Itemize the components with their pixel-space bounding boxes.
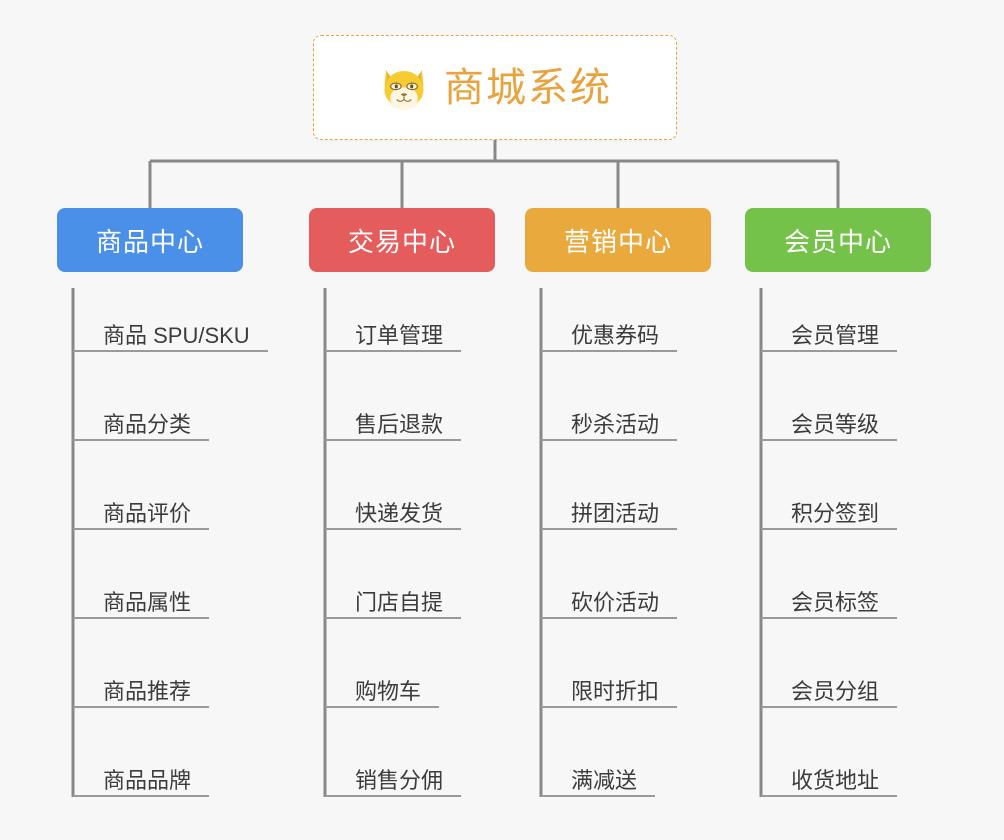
leaf-item-label: 会员等级 bbox=[791, 411, 880, 437]
leaf-item-label: 商品品牌 bbox=[103, 767, 192, 793]
root-node[interactable]: 商城系统 bbox=[313, 35, 677, 140]
leaf-item[interactable]: 会员标签 bbox=[761, 567, 898, 619]
leaf-item-label: 快递发货 bbox=[355, 500, 444, 526]
leaf-item[interactable]: 会员管理 bbox=[761, 300, 898, 352]
leaf-item-label: 拼团活动 bbox=[571, 500, 660, 526]
leaf-item[interactable]: 秒杀活动 bbox=[541, 389, 678, 441]
leaf-item[interactable]: 收货地址 bbox=[761, 745, 898, 797]
leaf-item[interactable]: 积分签到 bbox=[761, 478, 898, 530]
leaf-item[interactable]: 会员分组 bbox=[761, 656, 898, 708]
leaf-item[interactable]: 门店自提 bbox=[325, 567, 462, 619]
leaf-item-label: 会员管理 bbox=[791, 322, 880, 348]
branch-header-label: 营销中心 bbox=[563, 226, 672, 257]
leaf-item-label: 限时折扣 bbox=[571, 678, 660, 704]
leaf-item-label: 满减送 bbox=[571, 767, 638, 793]
leaf-item-label: 砍价活动 bbox=[571, 589, 660, 615]
leaf-item-label: 商品推荐 bbox=[103, 678, 192, 704]
branch-header-label: 交易中心 bbox=[347, 226, 456, 257]
leaf-item[interactable]: 会员等级 bbox=[761, 389, 898, 441]
leaf-item-label: 会员标签 bbox=[791, 589, 880, 615]
root-title: 商城系统 bbox=[444, 65, 612, 110]
leaf-item[interactable]: 商品 SPU/SKU bbox=[73, 300, 268, 352]
leaf-item[interactable]: 购物车 bbox=[325, 656, 440, 708]
branch-header-2[interactable]: 交易中心 bbox=[309, 208, 495, 272]
branch-header-3[interactable]: 营销中心 bbox=[525, 208, 711, 272]
leaf-item[interactable]: 订单管理 bbox=[325, 300, 462, 352]
leaf-item-label: 秒杀活动 bbox=[571, 411, 660, 437]
leaf-item-label: 订单管理 bbox=[355, 322, 444, 348]
leaf-item-label: 门店自提 bbox=[355, 589, 444, 615]
shiba-inu-face-icon bbox=[384, 69, 424, 110]
leaf-item[interactable]: 商品属性 bbox=[73, 567, 210, 619]
branch-header-1[interactable]: 商品中心 bbox=[57, 208, 243, 272]
leaf-item[interactable]: 快递发货 bbox=[325, 478, 462, 530]
leaf-item[interactable]: 售后退款 bbox=[325, 389, 462, 441]
leaf-item[interactable]: 优惠券码 bbox=[541, 300, 678, 352]
leaf-item[interactable]: 商品评价 bbox=[73, 478, 210, 530]
leaf-item-label: 销售分佣 bbox=[355, 767, 444, 793]
leaf-item[interactable]: 限时折扣 bbox=[541, 656, 678, 708]
branch-header-4[interactable]: 会员中心 bbox=[745, 208, 931, 272]
branch-header-label: 商品中心 bbox=[95, 226, 204, 257]
leaf-item-label: 商品属性 bbox=[103, 589, 192, 615]
leaf-item-label: 收货地址 bbox=[791, 767, 880, 793]
leaf-item[interactable]: 砍价活动 bbox=[541, 567, 678, 619]
leaf-item-label: 购物车 bbox=[355, 678, 422, 704]
leaf-item[interactable]: 销售分佣 bbox=[325, 745, 462, 797]
leaf-item-label: 积分签到 bbox=[791, 500, 880, 526]
leaf-item-label: 商品评价 bbox=[103, 500, 192, 526]
leaf-item[interactable]: 满减送 bbox=[541, 745, 656, 797]
leaf-item-label: 商品分类 bbox=[103, 411, 192, 437]
leaf-item-label: 售后退款 bbox=[355, 411, 444, 437]
branch-header-label: 会员中心 bbox=[783, 226, 892, 257]
leaf-item[interactable]: 拼团活动 bbox=[541, 478, 678, 530]
leaf-item[interactable]: 商品品牌 bbox=[73, 745, 210, 797]
leaf-item-label: 会员分组 bbox=[791, 678, 880, 704]
leaf-item-label: 商品 SPU/SKU bbox=[103, 322, 250, 348]
leaf-item[interactable]: 商品推荐 bbox=[73, 656, 210, 708]
leaf-item[interactable]: 商品分类 bbox=[73, 389, 210, 441]
leaf-item-label: 优惠券码 bbox=[571, 322, 660, 348]
